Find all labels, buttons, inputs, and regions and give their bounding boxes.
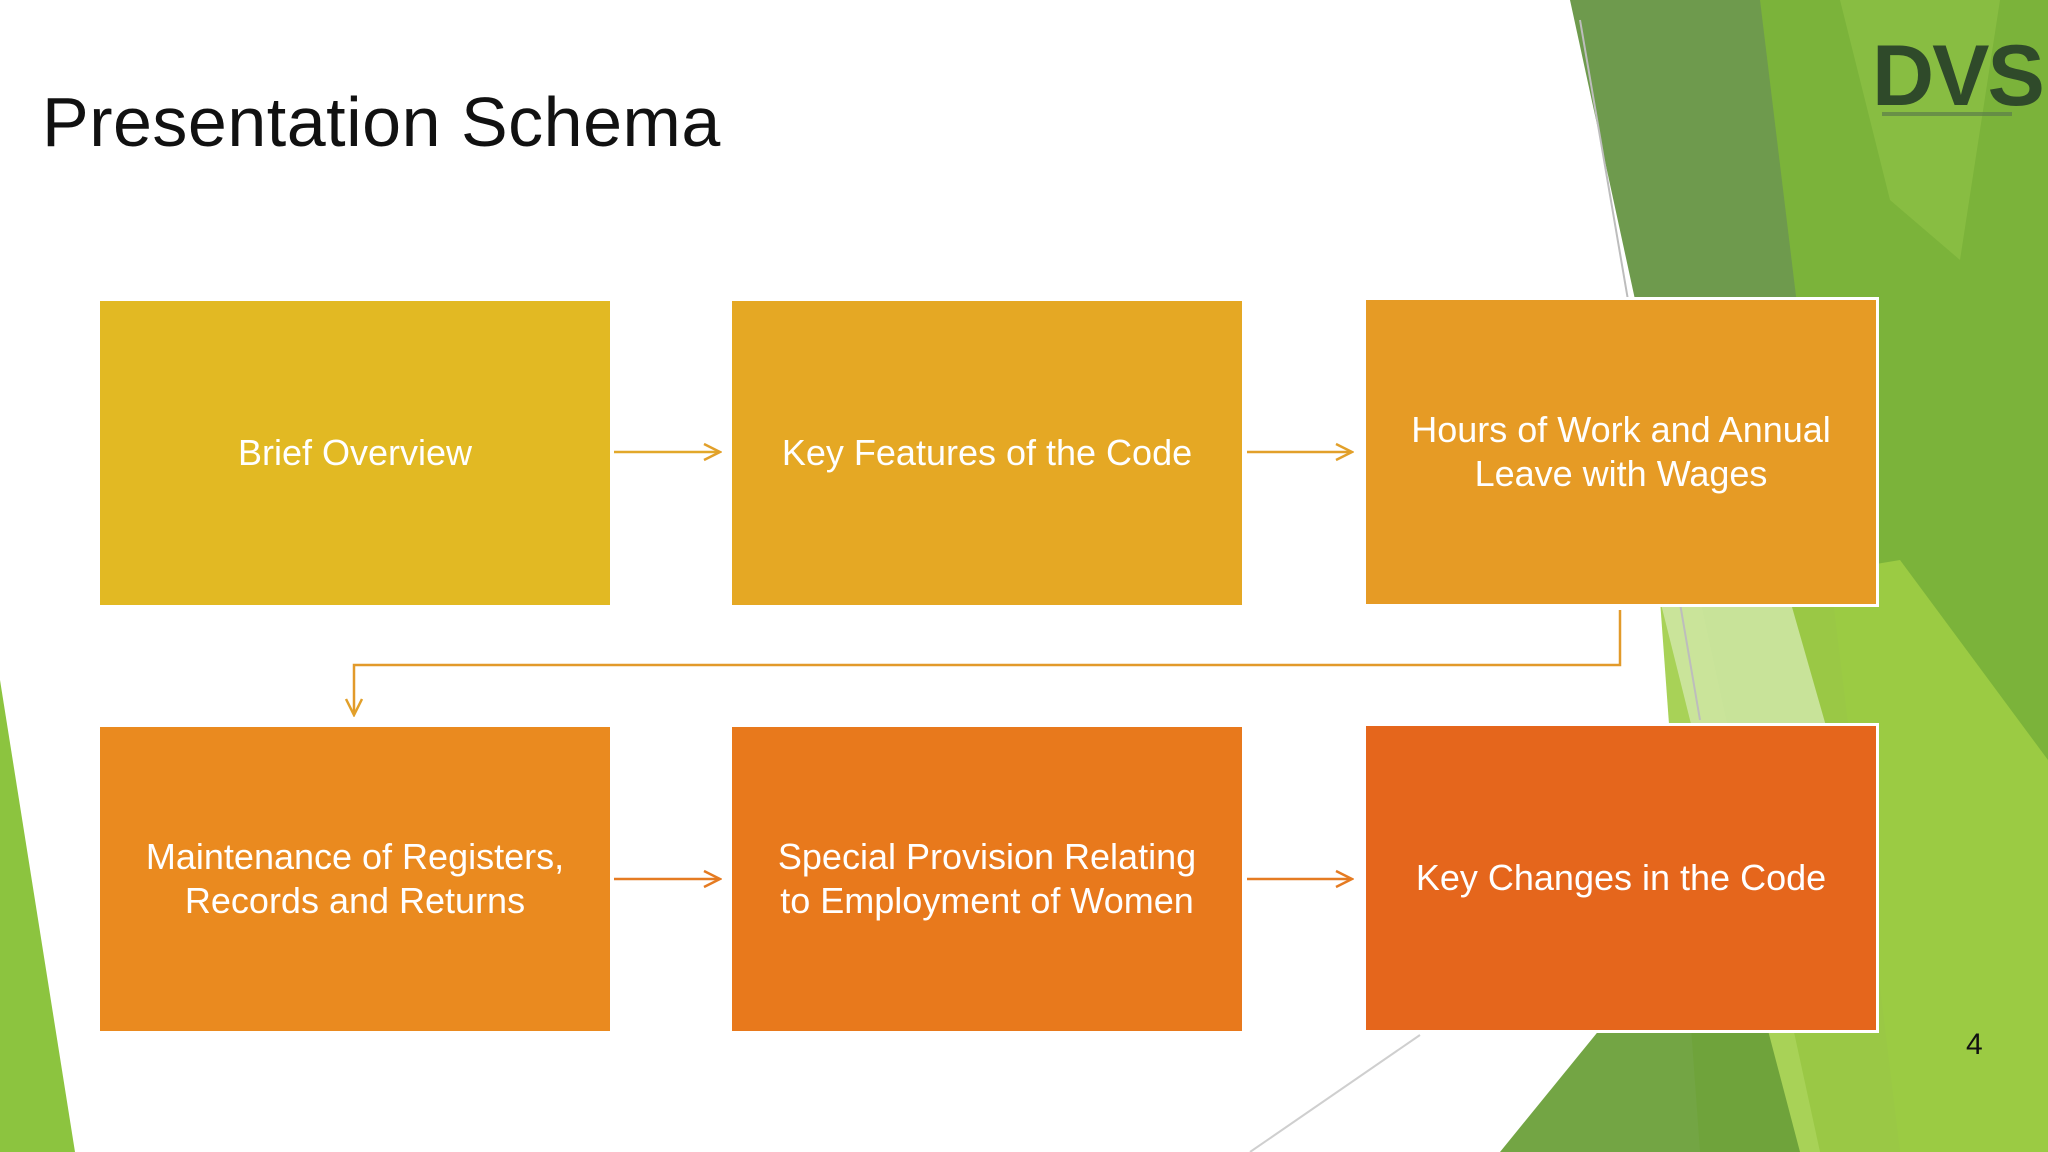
- step-box-1: Brief Overview: [100, 301, 610, 605]
- step-label-6: Key Changes in the Code: [1415, 857, 1827, 898]
- bg-line-2: [1249, 1034, 1421, 1152]
- step-label-5: Special Provision Relating to Employment…: [777, 836, 1197, 921]
- step-label-3: Hours of Work and Annual Leave with Wage…: [1411, 409, 1831, 494]
- bg-facet-top: [1840, 0, 2000, 260]
- step-box-4: Maintenance of Registers, Records and Re…: [100, 727, 610, 1031]
- bg-facet-pale: [1660, 600, 1830, 760]
- page-number: 4: [1966, 1028, 1983, 1061]
- step-box-5: Special Provision Relating to Employment…: [732, 727, 1242, 1031]
- slide-title: Presentation Schema: [42, 83, 721, 161]
- step-box-2: Key Features of the Code: [732, 301, 1242, 605]
- step-label-1: Brief Overview: [237, 432, 473, 473]
- step-label-4: Maintenance of Registers, Records and Re…: [145, 836, 565, 921]
- step-box-3: Hours of Work and Annual Leave with Wage…: [1363, 297, 1879, 607]
- step-label-2: Key Features of the Code: [781, 432, 1193, 473]
- logo-text: DVS: [1872, 28, 2045, 124]
- bg-facet-left: [0, 680, 75, 1152]
- step-box-6: Key Changes in the Code: [1363, 723, 1879, 1033]
- dvs-logo: DVS: [1872, 28, 2045, 124]
- logo-underline: [1882, 112, 2012, 116]
